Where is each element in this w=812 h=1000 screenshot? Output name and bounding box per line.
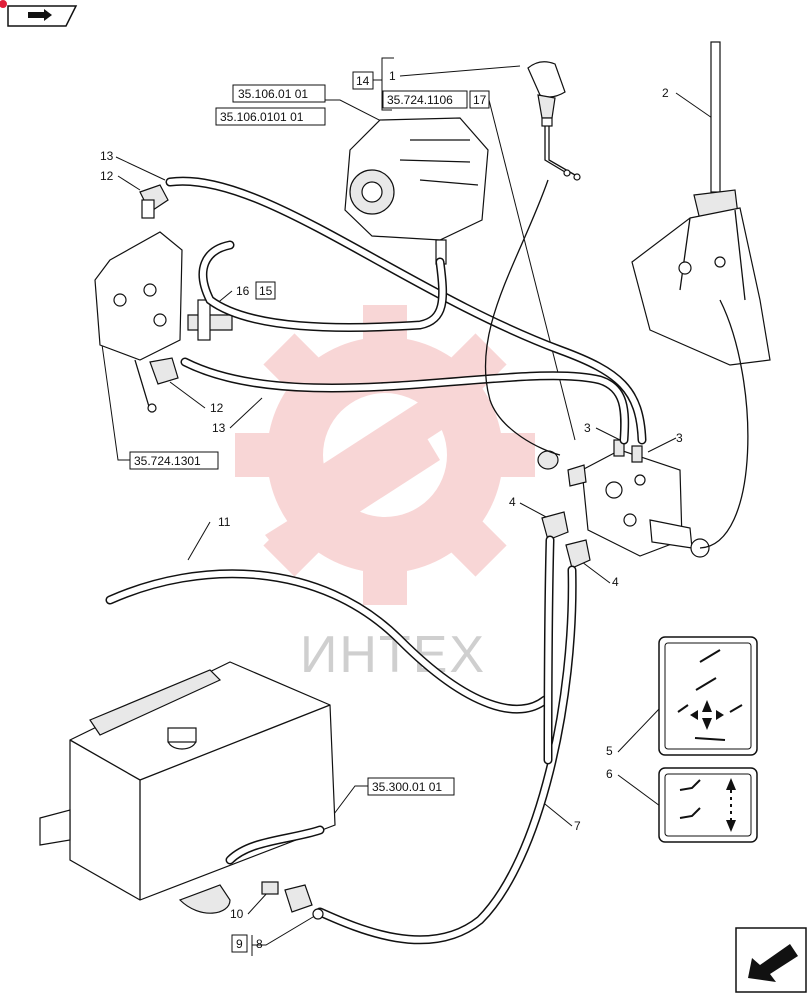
callout-7: 7 — [574, 819, 581, 833]
callout-6: 6 — [606, 767, 613, 781]
control-valve-part[interactable] — [94, 231, 183, 413]
selector-valve-part[interactable] — [567, 439, 710, 558]
leader-1 — [399, 65, 521, 77]
hose-11[interactable] — [105, 569, 550, 714]
svg-text:14: 14 — [356, 74, 370, 88]
ref-box-pump-b[interactable]: 35.106.0101 01 — [215, 107, 326, 126]
ref-box-tank[interactable]: 35.300.01 01 — [367, 777, 455, 796]
callout-13a: 13 — [100, 149, 114, 163]
fitting-4b[interactable] — [565, 539, 591, 569]
ref-box-pump-a[interactable]: 35.106.01 01 — [232, 84, 326, 103]
joystick-cable — [484, 179, 561, 456]
bracket-14 — [373, 57, 394, 111]
callout-12b: 12 — [210, 401, 224, 415]
svg-text:15: 15 — [259, 284, 273, 298]
callout-3a: 3 — [584, 421, 591, 435]
watermark-logo — [235, 305, 535, 605]
box-9[interactable]: 9 — [231, 934, 248, 953]
hydraulic-tank-part[interactable] — [39, 661, 336, 914]
fitting-4a[interactable] — [541, 511, 569, 541]
hose-13-upper[interactable] — [165, 176, 647, 445]
ref-box-joystick[interactable]: 35.724.1106 — [382, 90, 468, 109]
hose-13-lower[interactable] — [180, 357, 630, 445]
callout-12a: 12 — [100, 169, 114, 183]
box-17[interactable]: 17 — [469, 90, 490, 109]
tee-fitting-16[interactable] — [187, 299, 233, 341]
svg-text:35.300.01 01: 35.300.01 01 — [372, 780, 442, 794]
callout-8: 8 — [256, 937, 263, 951]
callout-5: 5 — [606, 744, 613, 758]
callout-4a: 4 — [509, 495, 516, 509]
hose-valve-drop[interactable] — [543, 535, 555, 765]
fitting-8-tee[interactable] — [284, 884, 324, 920]
callout-1: 1 — [389, 69, 396, 83]
hydraulic-pump-part[interactable] — [344, 117, 489, 265]
ref-box-valve[interactable]: 35.724.1301 — [129, 451, 219, 470]
callout-10: 10 — [230, 907, 244, 921]
svg-text:35.724.1106: 35.724.1106 — [387, 93, 453, 107]
leader-17 — [488, 99, 576, 441]
callout-2: 2 — [662, 86, 669, 100]
svg-text:35.106.0101 01: 35.106.0101 01 — [220, 110, 304, 124]
elbow-fitting-12b[interactable] — [149, 357, 179, 385]
callout-16: 16 — [236, 284, 250, 298]
joystick-part[interactable] — [527, 61, 581, 181]
leader-valve — [99, 329, 130, 461]
decal-5-part[interactable] — [658, 636, 758, 756]
leader-pump — [325, 99, 396, 129]
callout-3b: 3 — [676, 431, 683, 445]
lever-cable — [699, 299, 749, 549]
fitting-10[interactable] — [261, 881, 279, 895]
decal-6-part[interactable] — [658, 767, 758, 843]
hose-pump-suction[interactable] — [198, 240, 448, 332]
svg-text:35.724.1301: 35.724.1301 — [134, 454, 201, 468]
svg-text:35.106.01 01: 35.106.01 01 — [238, 87, 308, 101]
navigate-arrow-icon[interactable] — [735, 927, 807, 993]
svg-text:17: 17 — [473, 93, 487, 107]
book-arrow-icon[interactable] — [0, 0, 78, 27]
box-15[interactable]: 15 — [255, 281, 276, 300]
elbow-fitting-12a[interactable] — [139, 184, 169, 219]
callout-4b: 4 — [612, 575, 619, 589]
box-14[interactable]: 14 — [352, 71, 374, 90]
svg-text:9: 9 — [236, 937, 243, 951]
callout-13b: 13 — [212, 421, 226, 435]
callout-11: 11 — [218, 515, 231, 529]
control-lever-part[interactable] — [631, 41, 771, 366]
hose-7[interactable] — [315, 565, 577, 945]
